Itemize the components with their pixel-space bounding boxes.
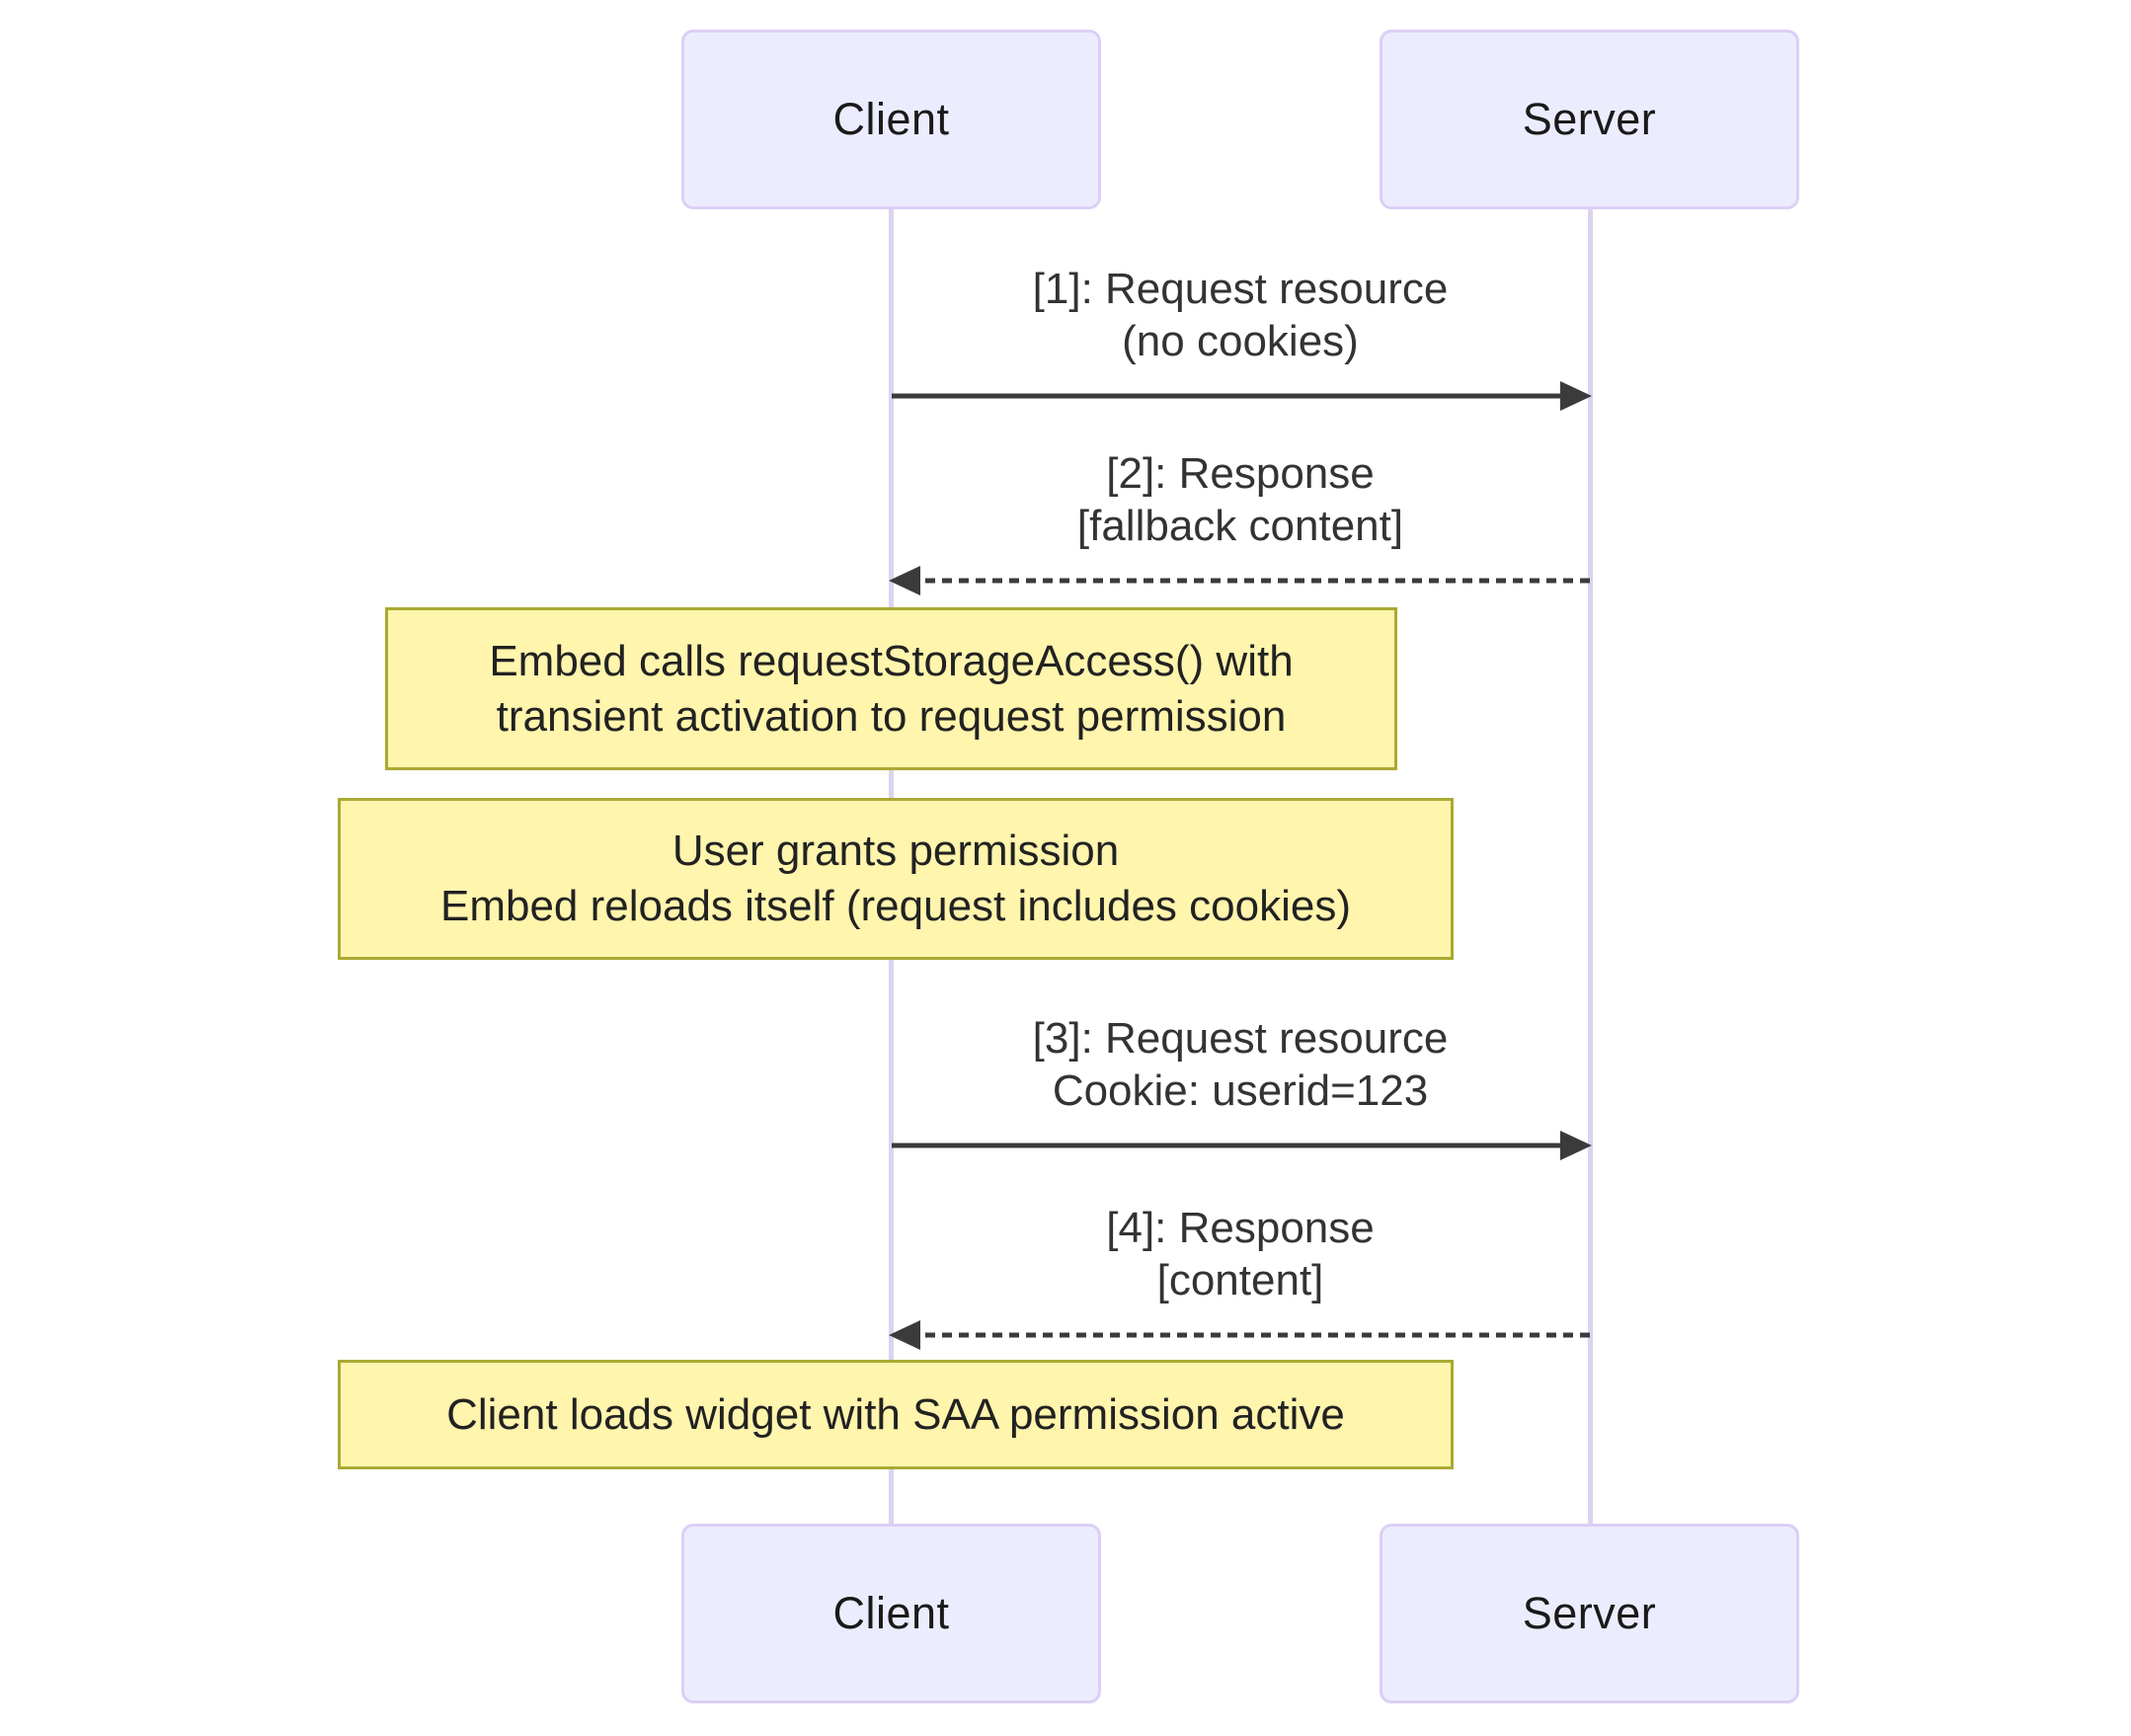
- message-3-line-1: [3]: Request resource: [1032, 1014, 1449, 1063]
- note-2-line-1: User grants permission: [671, 827, 1120, 875]
- actor-box-client-bottom: Client: [681, 1524, 1101, 1703]
- message-1-text: [1]: Request resource (no cookies): [891, 263, 1590, 367]
- message-1-line-2: (no cookies): [1122, 317, 1359, 365]
- note-client-loads-widget: Client loads widget with SAA permission …: [338, 1360, 1454, 1469]
- actor-label-client-bottom: Client: [832, 1588, 950, 1638]
- message-3-line-2: Cookie: userid=123: [1052, 1066, 1429, 1115]
- message-4-line-2: [content]: [1156, 1256, 1324, 1304]
- actor-box-server-bottom: Server: [1380, 1524, 1799, 1703]
- note-2-line-2: Embed reloads itself (request includes c…: [439, 882, 1351, 930]
- message-1-line-1: [1]: Request resource: [1032, 265, 1449, 313]
- actor-box-client-top: Client: [681, 30, 1101, 209]
- note-request-storage-access: Embed calls requestStorageAccess() with …: [385, 607, 1397, 770]
- actor-label-server-bottom: Server: [1522, 1588, 1657, 1638]
- actor-label-client-top: Client: [832, 94, 950, 144]
- actor-label-server-top: Server: [1522, 94, 1657, 144]
- message-4-line-1: [4]: Response: [1106, 1204, 1375, 1252]
- note-1-line-2: transient activation to request permissi…: [496, 691, 1287, 741]
- note-1-line-1: Embed calls requestStorageAccess() with: [489, 636, 1294, 685]
- note-user-grants-permission: User grants permission Embed reloads its…: [338, 798, 1454, 960]
- message-2-line-2: [fallback content]: [1076, 502, 1404, 550]
- lifeline-server: [1588, 207, 1593, 1524]
- message-2-text: [2]: Response [fallback content]: [891, 447, 1590, 552]
- note-3-line-1: Client loads widget with SAA permission …: [446, 1389, 1345, 1439]
- actor-box-server-top: Server: [1380, 30, 1799, 209]
- message-4-text: [4]: Response [content]: [891, 1202, 1590, 1306]
- message-2-line-1: [2]: Response: [1106, 449, 1375, 498]
- message-3-text: [3]: Request resource Cookie: userid=123: [891, 1012, 1590, 1117]
